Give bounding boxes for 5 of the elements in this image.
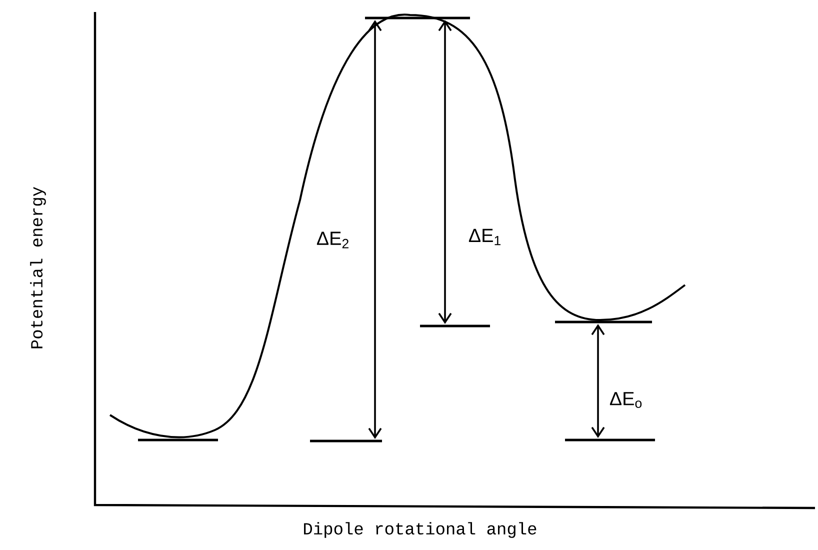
energy-label: ΔE$_{o}$ bbox=[608, 391, 644, 409]
axis-label: Dipole rotational angle bbox=[302, 521, 538, 539]
energy-label: ΔE$_{2}$ bbox=[315, 230, 351, 250]
energy-label: ΔE$_{1}$ bbox=[467, 228, 503, 246]
axis-label: Potential energy bbox=[29, 185, 47, 351]
